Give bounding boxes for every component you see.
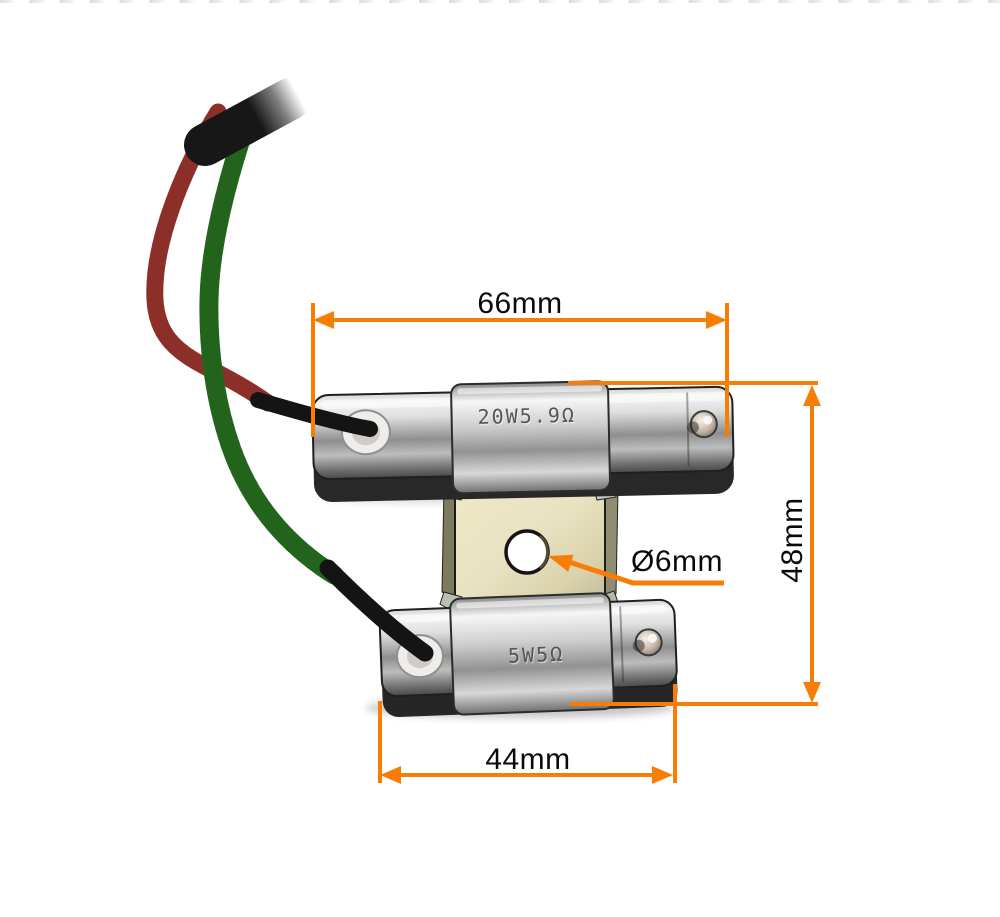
top-resistor: 20W5.9Ω 20W5.9Ω xyxy=(311,380,735,502)
bottom-clamp-band: 5W5Ω 5W5Ω xyxy=(449,592,615,716)
arrowhead-right-icon xyxy=(706,311,727,329)
label-top-width: 66mm xyxy=(477,287,563,320)
mounting-hole-shading xyxy=(538,534,549,570)
arrowhead-right-icon xyxy=(652,766,673,784)
dimension-hole-callout xyxy=(548,554,724,586)
label-overall-height: 48mm xyxy=(776,497,809,583)
top-marking-emboss: 20W5.9Ω xyxy=(478,404,577,430)
bottom-marking-emboss: 5W5Ω xyxy=(509,643,566,669)
dimension-48mm xyxy=(568,381,821,706)
arrowhead-down-icon xyxy=(803,682,821,703)
arrowhead-left-icon xyxy=(313,311,334,329)
green-wire xyxy=(199,108,344,585)
wiring xyxy=(146,78,434,662)
top-clamp-band: 20W5.9Ω 20W5.9Ω xyxy=(450,380,611,495)
red-wire xyxy=(146,103,277,412)
label-hole-diameter: Ø6mm xyxy=(631,545,723,578)
red-lead-sleeve xyxy=(250,392,378,437)
top-marking: 20W5.9Ω xyxy=(477,403,576,429)
leader-arrowhead-icon xyxy=(548,554,574,572)
green-lead-sleeve xyxy=(319,559,434,662)
cable-sleeve xyxy=(184,78,311,166)
label-bottom-width: 44mm xyxy=(485,743,571,776)
dimension-44mm xyxy=(378,684,677,784)
red-wire-braid xyxy=(146,103,277,412)
top-edge-artifacts xyxy=(0,0,1000,3)
arrowhead-left-icon xyxy=(380,766,401,784)
arrowhead-up-icon xyxy=(803,385,821,406)
bottom-marking: 5W5Ω xyxy=(508,642,565,668)
dimension-66mm xyxy=(311,303,729,437)
green-wire-braid xyxy=(199,108,344,585)
